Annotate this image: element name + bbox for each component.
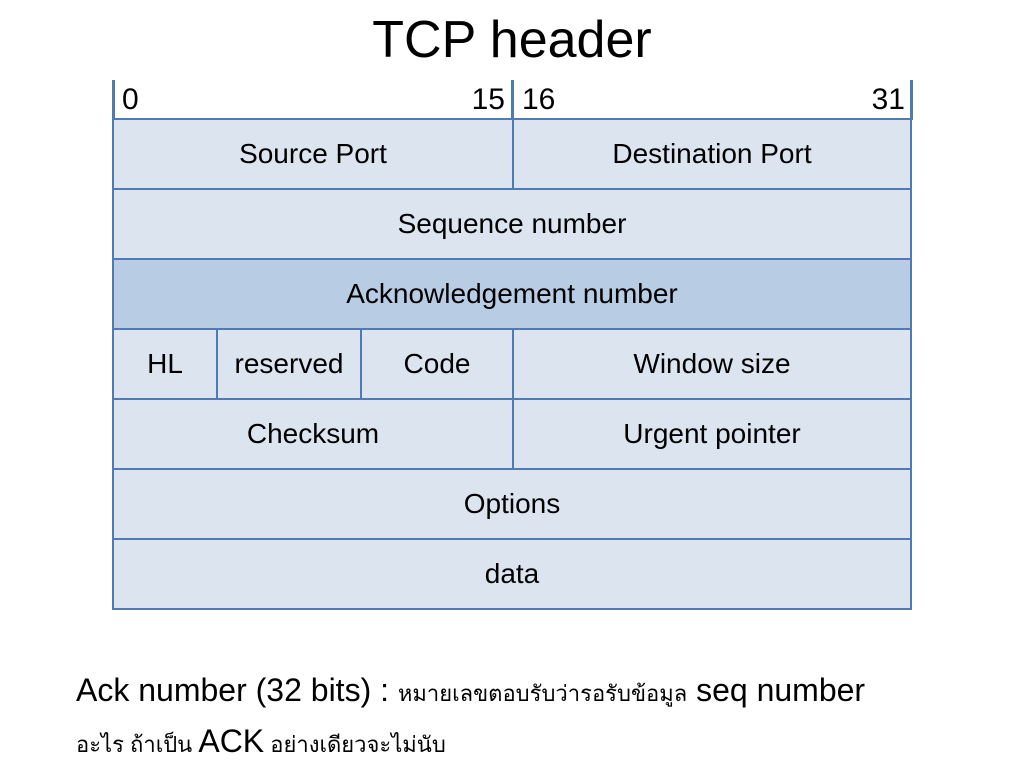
bit-label-15: 15 <box>471 83 505 116</box>
field-checksum: Checksum <box>112 398 514 470</box>
header-row: data <box>112 538 912 610</box>
note-thai-text-2: อะไร ถ้าเป็น <box>76 732 199 757</box>
field-urgent-pointer: Urgent pointer <box>512 398 912 470</box>
note-thai-text-3: อย่างเดียวจะไม่นับ <box>264 732 446 757</box>
field-destination-port: Destination Port <box>512 118 912 190</box>
header-row: Acknowledgement number <box>112 258 912 330</box>
bit-ruler: 0 15 16 31 <box>112 80 913 120</box>
field-window-size: Window size <box>512 328 912 400</box>
header-row: Options <box>112 468 912 540</box>
note-line-2: อะไร ถ้าเป็น ACK อย่างเดียวจะไม่นับ <box>76 719 996 768</box>
note-seq-number: seq number <box>687 672 866 708</box>
field-sequence-number: Sequence number <box>112 188 912 260</box>
field-reserved: reserved <box>216 328 362 400</box>
note-ack-field: Ack number (32 bits) : <box>76 672 398 708</box>
note-ack-word: ACK <box>198 723 265 759</box>
note-line-1: Ack number (32 bits) : หมายเลขตอบรับว่าร… <box>76 668 996 719</box>
field-data: data <box>112 538 912 610</box>
field-hl: HL <box>112 328 218 400</box>
slide-title: TCP header <box>372 11 652 69</box>
header-row: Sequence number <box>112 188 912 260</box>
bit-tick-left <box>112 80 115 120</box>
field-source-port: Source Port <box>112 118 514 190</box>
bit-label-31: 31 <box>871 83 905 116</box>
note-thai-text-1: หมายเลขตอบรับว่ารอรับข้อมูล <box>397 681 688 706</box>
field-acknowledgement-number: Acknowledgement number <box>112 258 912 330</box>
explanation-note: Ack number (32 bits) : หมายเลขตอบรับว่าร… <box>76 668 996 768</box>
bit-label-0: 0 <box>122 83 139 116</box>
field-code: Code <box>360 328 514 400</box>
bit-tick-mid <box>511 80 514 120</box>
bit-tick-right <box>910 80 913 120</box>
field-options: Options <box>112 468 912 540</box>
bit-label-16: 16 <box>522 83 556 116</box>
